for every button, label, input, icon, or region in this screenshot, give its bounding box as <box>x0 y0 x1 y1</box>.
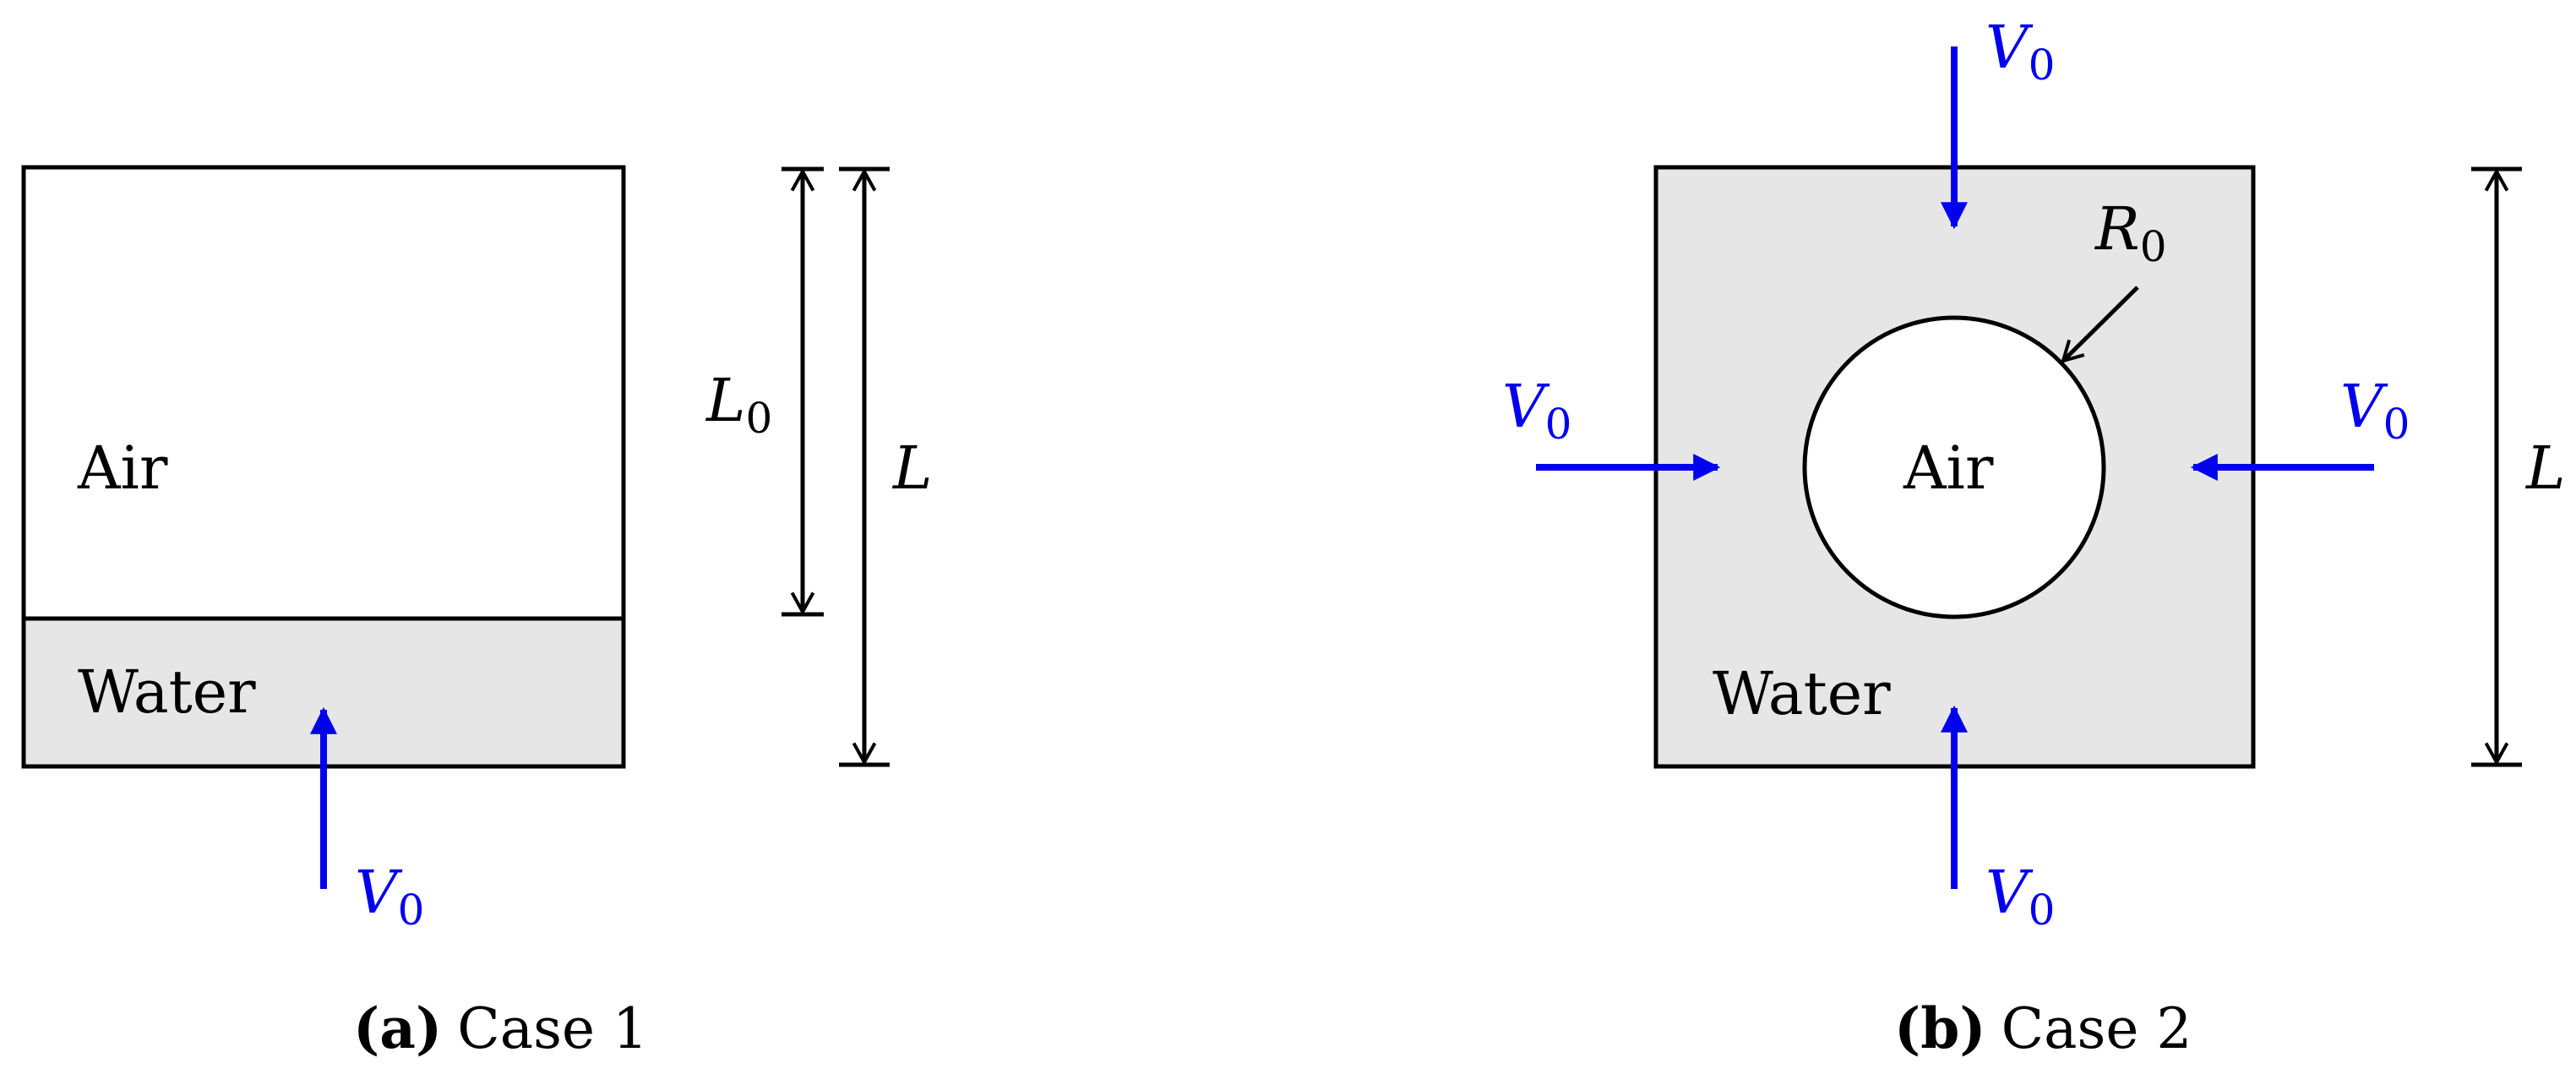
case2-velocity-left-subscript: 0 <box>1545 400 1572 449</box>
case1-velocity-subscript: 0 <box>398 886 425 935</box>
case2-velocity-bottom-symbol: V <box>1985 858 2034 927</box>
case2-caption: (b)Case 2 <box>1894 995 2192 1061</box>
case2-velocity-left-symbol: V <box>1502 372 1550 441</box>
case2-air-bubble <box>1802 315 2106 619</box>
case1-caption-tag: (a) <box>353 995 442 1061</box>
case1-dim-outer-label: L <box>891 433 932 503</box>
case1-caption: (a)Case 1 <box>353 995 648 1061</box>
case1-caption-text: Case 1 <box>457 996 648 1061</box>
case2-velocity-label-bottom: V0 <box>1985 858 2055 935</box>
case2-velocity-top-subscript: 0 <box>2029 41 2056 90</box>
case1-dim-inner-subscript: 0 <box>745 394 772 443</box>
case2-air-label: Air <box>1903 433 1994 503</box>
case1-water-label: Water <box>78 657 256 727</box>
case2-radius-leader-arrow <box>2061 286 2139 363</box>
case1-diagram: Air Water V0 L0 L (a)Case 1 <box>21 165 932 1061</box>
case2-diagram: Air Water R0 V0 V0 V0 V0 L (b)Case 2 <box>1502 13 2565 1061</box>
case2-caption-text: Case 2 <box>2001 996 2192 1061</box>
case1-dim-inner-symbol: L <box>705 366 745 435</box>
case2-velocity-right-symbol: V <box>2340 372 2388 441</box>
case2-radius-subscript: 0 <box>2140 222 2167 271</box>
case2-velocity-top-symbol: V <box>1985 13 2034 82</box>
case2-velocity-label-right: V0 <box>2340 372 2410 449</box>
case2-velocity-right-subscript: 0 <box>2383 400 2410 449</box>
case2-velocity-bottom-subscript: 0 <box>2029 886 2056 935</box>
case2-dim-label: L <box>2524 433 2565 503</box>
case2-caption-tag: (b) <box>1894 995 1986 1061</box>
case2-water-label: Water <box>1713 659 1891 728</box>
case2-radius-symbol: R <box>2094 194 2140 264</box>
case1-dim-inner-label: L0 <box>705 366 772 443</box>
case1-velocity-symbol: V <box>355 858 403 927</box>
case1-air-label: Air <box>77 433 168 503</box>
case2-velocity-label-left: V0 <box>1502 372 1571 449</box>
case1-velocity-label: V0 <box>355 858 424 935</box>
case2-velocity-label-top: V0 <box>1985 13 2055 90</box>
case2-radius-label: R0 <box>2094 194 2167 271</box>
